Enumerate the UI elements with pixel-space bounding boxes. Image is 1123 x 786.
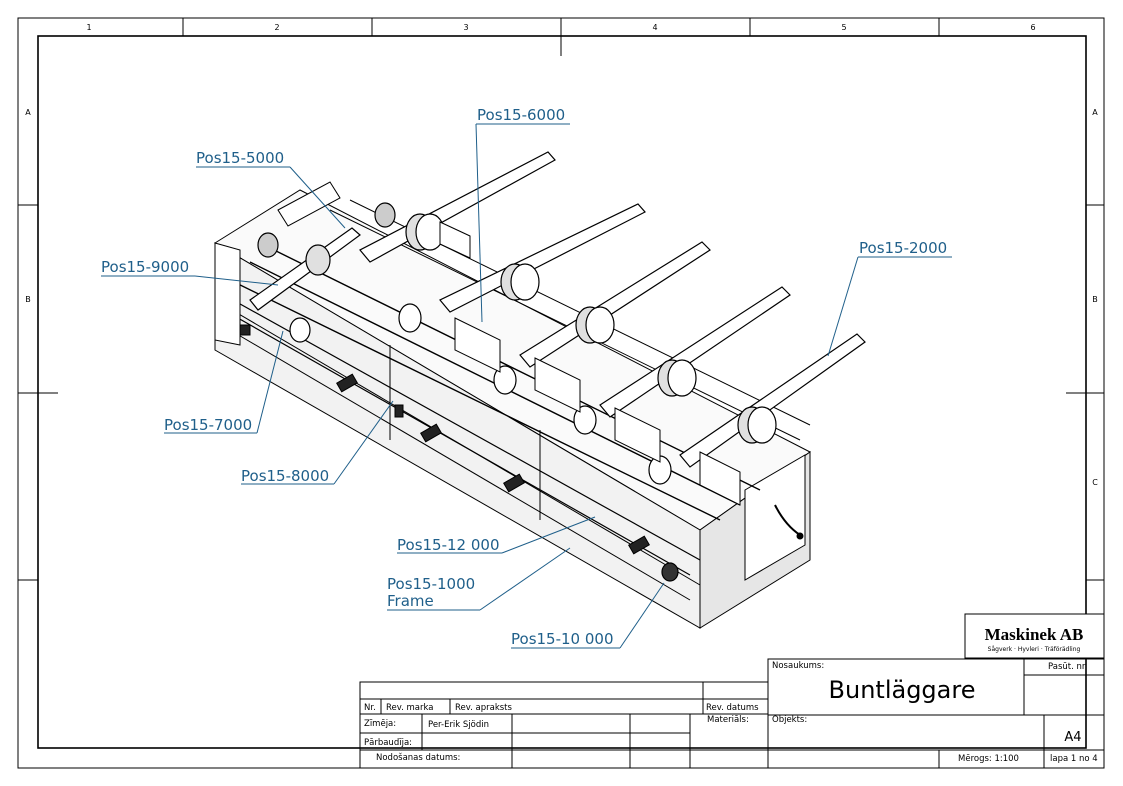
nr-label: Nr. bbox=[364, 703, 376, 713]
top-end-block bbox=[277, 181, 341, 227]
callout-pos15-7000: Pos15-7000 bbox=[164, 416, 252, 434]
zone-row-b-right: B bbox=[1092, 295, 1098, 304]
rev-datums-label: Rev. datums bbox=[706, 703, 759, 713]
callout-pos15-10000: Pos15-10 000 bbox=[511, 630, 614, 648]
callout-pos15-6000: Pos15-6000 bbox=[477, 106, 565, 124]
scale-label: Mērogs: 1:100 bbox=[958, 754, 1019, 764]
cable bbox=[774, 504, 801, 536]
inner-border bbox=[37, 35, 1087, 749]
drawing-title: Buntläggare bbox=[829, 676, 976, 704]
zimeja-value: Per-Erik Sjödin bbox=[428, 720, 489, 730]
zone-row-a-left: A bbox=[25, 108, 31, 117]
zone-col-1: 1 bbox=[86, 23, 91, 32]
plates bbox=[439, 221, 741, 506]
title-block: Maskinek AB Sågverk · Hyvleri · Träföräd… bbox=[359, 613, 1105, 769]
side-frame-left bbox=[214, 242, 241, 346]
zone-row-a-right: A bbox=[1092, 108, 1098, 117]
zone-col-2: 2 bbox=[274, 23, 279, 32]
machine-drawing bbox=[214, 151, 866, 629]
parbaudija-label: Pārbaudīja: bbox=[364, 738, 412, 748]
callout-pos15-12000: Pos15-12 000 bbox=[397, 536, 500, 554]
zone-col-6: 6 bbox=[1030, 23, 1035, 32]
pasut-label: Pasūt. nr. bbox=[1048, 662, 1087, 672]
zone-ticks bbox=[18, 18, 1104, 581]
callout-pos15-1000: Pos15-1000 bbox=[387, 575, 475, 593]
callouts: Pos15-6000 Pos15-5000 Pos15-9000 Pos15-2… bbox=[101, 106, 947, 648]
callout-pos15-5000: Pos15-5000 bbox=[196, 149, 284, 167]
page-label: lapa 1 no 4 bbox=[1050, 754, 1098, 764]
end-panel bbox=[744, 454, 806, 581]
rev-marka-label: Rev. marka bbox=[386, 703, 434, 713]
zimeja-label: Zīmēja: bbox=[364, 719, 396, 729]
zone-row-b-left: B bbox=[25, 295, 31, 304]
zone-col-3: 3 bbox=[463, 23, 468, 32]
nosaukums-label: Nosaukums: bbox=[772, 661, 824, 671]
leader-lines bbox=[101, 123, 952, 649]
company-logo-text: Maskinek AB bbox=[985, 625, 1084, 644]
logo-box bbox=[964, 613, 1105, 659]
callout-pos15-8000: Pos15-8000 bbox=[241, 467, 329, 485]
materials-label: Materiāls: bbox=[707, 715, 749, 725]
zone-col-5: 5 bbox=[841, 23, 846, 32]
pulleys bbox=[257, 202, 777, 582]
callout-pos15-2000: Pos15-2000 bbox=[859, 239, 947, 257]
callout-frame: Frame bbox=[387, 592, 434, 610]
motor-blocks bbox=[237, 324, 650, 555]
objekts-label: Objekts: bbox=[772, 715, 807, 725]
nodosanas-label: Nodošanas datums: bbox=[376, 752, 460, 763]
callout-pos15-9000: Pos15-9000 bbox=[101, 258, 189, 276]
zone-labels: 1 2 3 4 5 6 A B A B C bbox=[25, 23, 1098, 487]
sheet-size: A4 bbox=[1064, 730, 1081, 745]
company-logo-tagline: Sågverk · Hyvleri · Träförädling bbox=[988, 646, 1081, 653]
arms bbox=[249, 151, 866, 468]
zone-row-c-right: C bbox=[1092, 478, 1098, 487]
zone-col-4: 4 bbox=[652, 23, 657, 32]
rev-apraksts-label: Rev. apraksts bbox=[455, 703, 513, 713]
